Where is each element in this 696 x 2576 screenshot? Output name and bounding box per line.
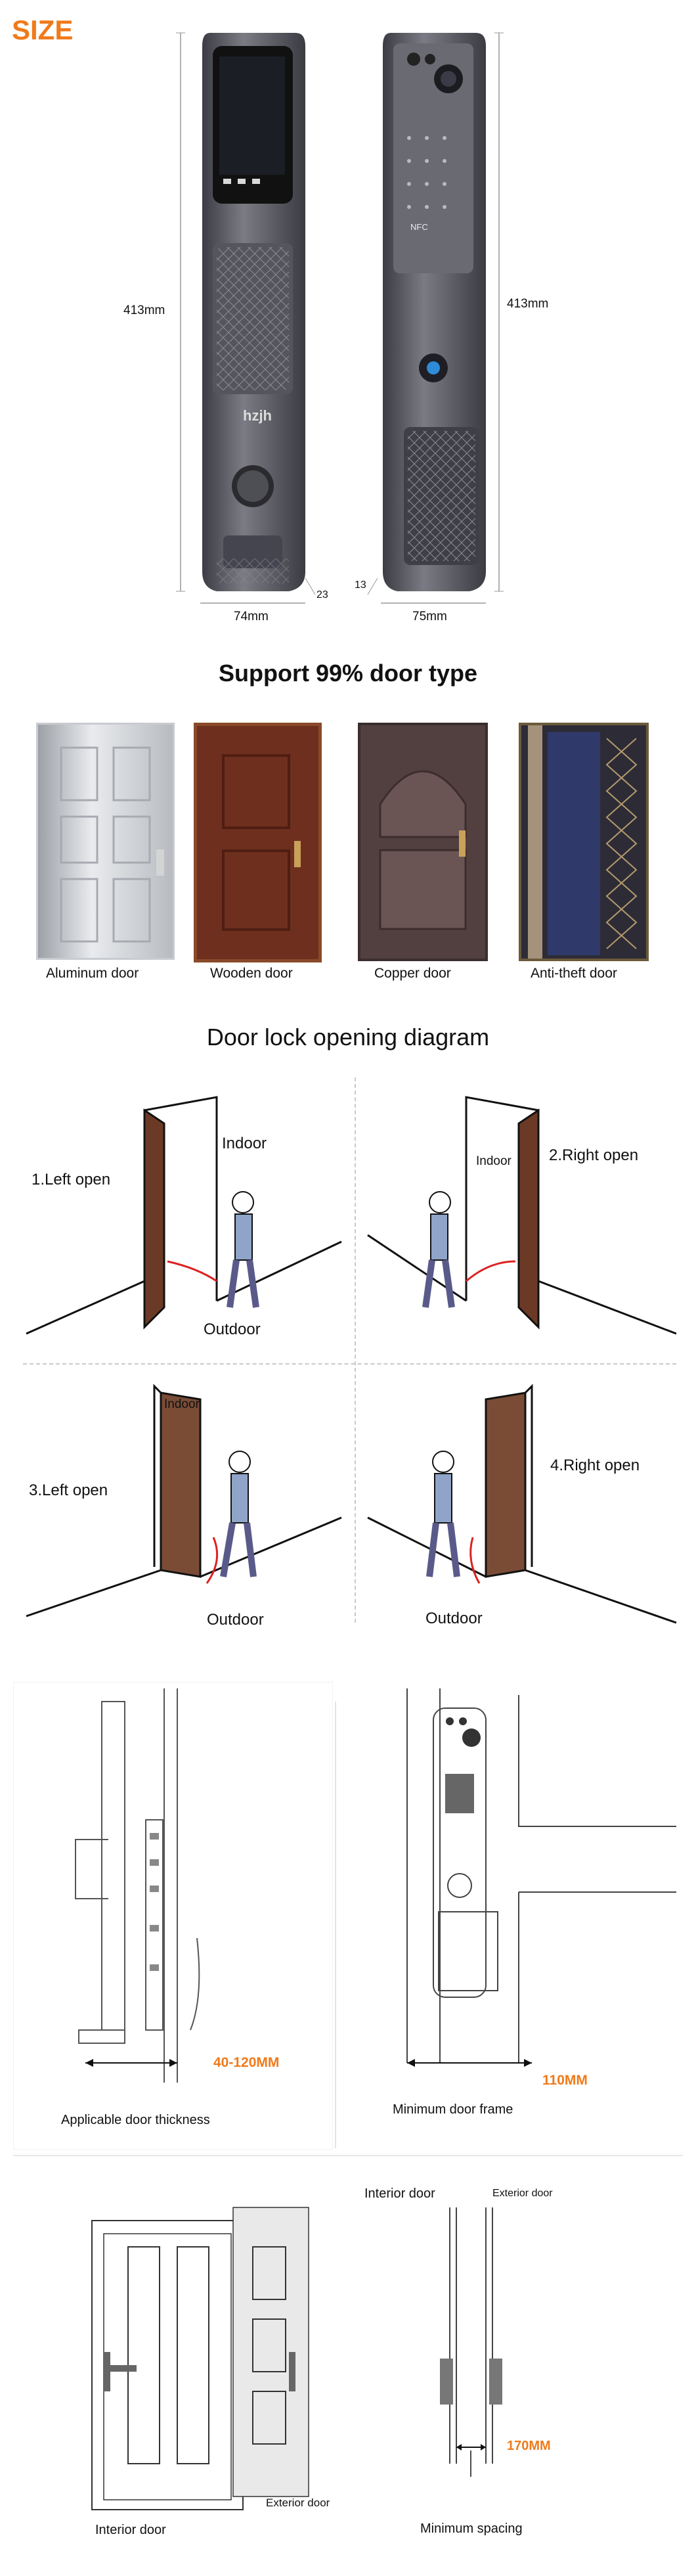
door-antitheft-label: Anti-theft door	[531, 966, 617, 981]
back-depth-label: 13	[355, 579, 366, 591]
spacing-value: 170MM	[507, 2439, 551, 2453]
door-aluminum-image	[36, 723, 175, 960]
door-wooden-image	[194, 723, 322, 962]
q2-label: 2.Right open	[549, 1146, 639, 1164]
lock-front-image: hzjh	[197, 33, 309, 591]
q1-outdoor: Outdoor	[204, 1321, 261, 1338]
door-aluminum-label: Aluminum door	[46, 966, 139, 981]
opening-q4-diagram	[367, 1384, 677, 1624]
q2-indoor: Indoor	[476, 1154, 511, 1168]
minimum-spacing-diagram	[440, 2207, 502, 2477]
door-thickness-diagram	[75, 1688, 200, 2083]
opening-title: Door lock opening diagram	[206, 1024, 490, 1051]
thickness-value: 40-120MM	[213, 2055, 280, 2070]
q3-indoor: Indoor	[164, 1397, 200, 1411]
thickness-caption: Applicable door thickness	[61, 2113, 210, 2127]
front-height-label: 413mm	[123, 304, 165, 317]
door-frame-diagram	[406, 1688, 676, 2067]
q1-indoor: Indoor	[222, 1135, 267, 1152]
spacing-caption: Minimum spacing	[420, 2521, 523, 2536]
interior-door-label-2: Interior door	[364, 2186, 435, 2201]
door-copper-label: Copper door	[374, 966, 451, 981]
front-depth-label: 23	[316, 589, 328, 600]
install-divider-v	[335, 1702, 336, 2148]
interior-door-label: Interior door	[95, 2523, 166, 2537]
frame-value: 110MM	[542, 2073, 588, 2088]
interior-exterior-doors-diagram	[91, 2207, 309, 2510]
size-title: SIZE	[12, 14, 74, 45]
q3-label: 3.Left open	[29, 1481, 108, 1499]
lock-back-image: NFC	[378, 33, 489, 591]
svg-text:hzjh: hzjh	[243, 407, 272, 424]
q4-label: 4.Right open	[550, 1457, 640, 1474]
q1-label: 1.Left open	[32, 1171, 111, 1188]
quadrant-divider-v	[355, 1077, 356, 1623]
door-copper-image	[358, 723, 488, 961]
opening-q2-diagram	[367, 1096, 677, 1335]
svg-text:NFC: NFC	[410, 222, 428, 232]
back-width-label: 75mm	[412, 610, 447, 623]
quadrant-divider-h	[23, 1363, 676, 1365]
opening-q1-diagram	[26, 1096, 342, 1335]
q4-outdoor: Outdoor	[425, 1610, 483, 1627]
install-divider-h	[13, 2155, 683, 2156]
door-types-title: Support 99% door type	[218, 660, 478, 687]
install-panel-left	[13, 1682, 333, 2150]
front-width-label: 74mm	[234, 610, 269, 623]
door-antitheft-image	[519, 723, 649, 961]
exterior-door-label-2: Exterior door	[492, 2188, 553, 2199]
q3-outdoor: Outdoor	[207, 1611, 264, 1629]
frame-caption: Minimum door frame	[393, 2102, 513, 2117]
opening-q3-diagram	[26, 1384, 342, 1617]
door-wooden-label: Wooden door	[210, 966, 293, 981]
back-height-label: 413mm	[507, 297, 549, 311]
exterior-door-label: Exterior door	[266, 2497, 330, 2509]
